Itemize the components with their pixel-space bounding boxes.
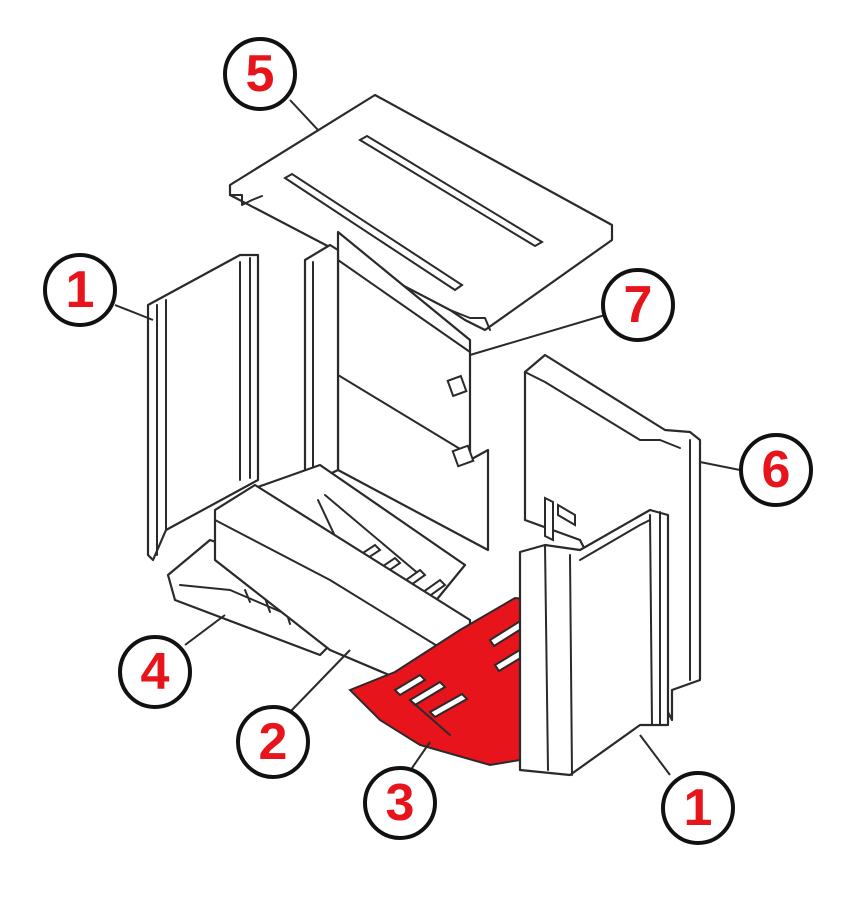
callout-5: 5 [223,37,297,111]
callout-1-left: 1 [43,253,117,327]
callout-6: 6 [739,433,813,507]
leader-lines [114,99,741,776]
callout-label: 5 [246,45,275,103]
callout-1-right: 1 [661,771,735,845]
callout-7: 7 [601,268,675,342]
top-baffle-plate [228,93,614,332]
callout-4: 4 [118,635,192,709]
callout-label: 4 [141,643,170,701]
callout-label: 7 [624,276,653,334]
callout-2: 2 [236,705,310,779]
left-side-panel [146,253,260,562]
callout-label: 1 [684,779,713,837]
front-right-panel [518,508,670,777]
callout-label: 1 [66,261,95,319]
callout-label: 6 [762,441,791,499]
callout-label: 3 [386,774,415,832]
callout-label: 2 [259,713,288,771]
inner-left-post [303,243,340,484]
callout-3: 3 [363,766,437,840]
